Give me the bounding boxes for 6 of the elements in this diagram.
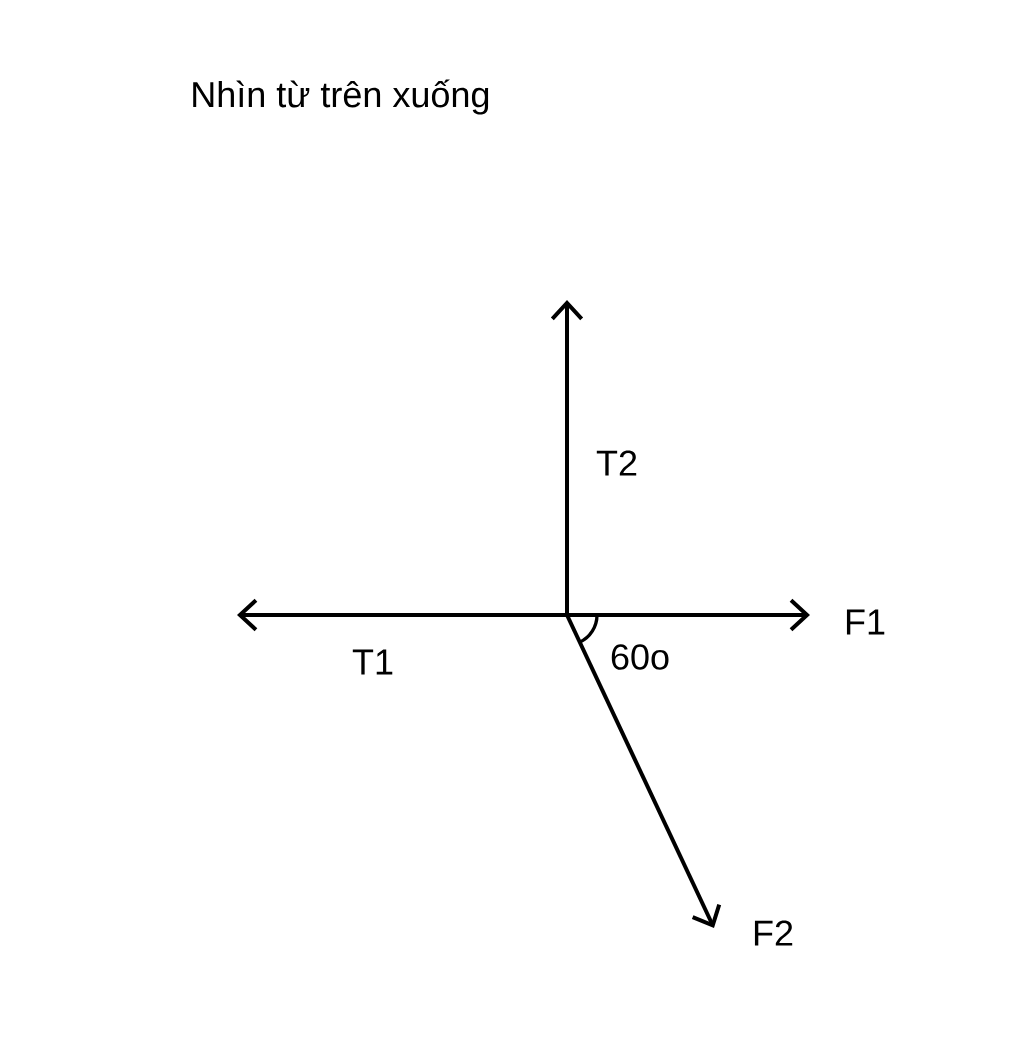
- force-label: T2: [596, 450, 637, 476]
- force-label: 60o: [611, 644, 669, 670]
- force-label: F2: [754, 920, 793, 946]
- force-label: F1: [846, 609, 885, 635]
- title: Nhìn từ trên xuống: [193, 79, 489, 115]
- force-label: T1: [352, 649, 393, 675]
